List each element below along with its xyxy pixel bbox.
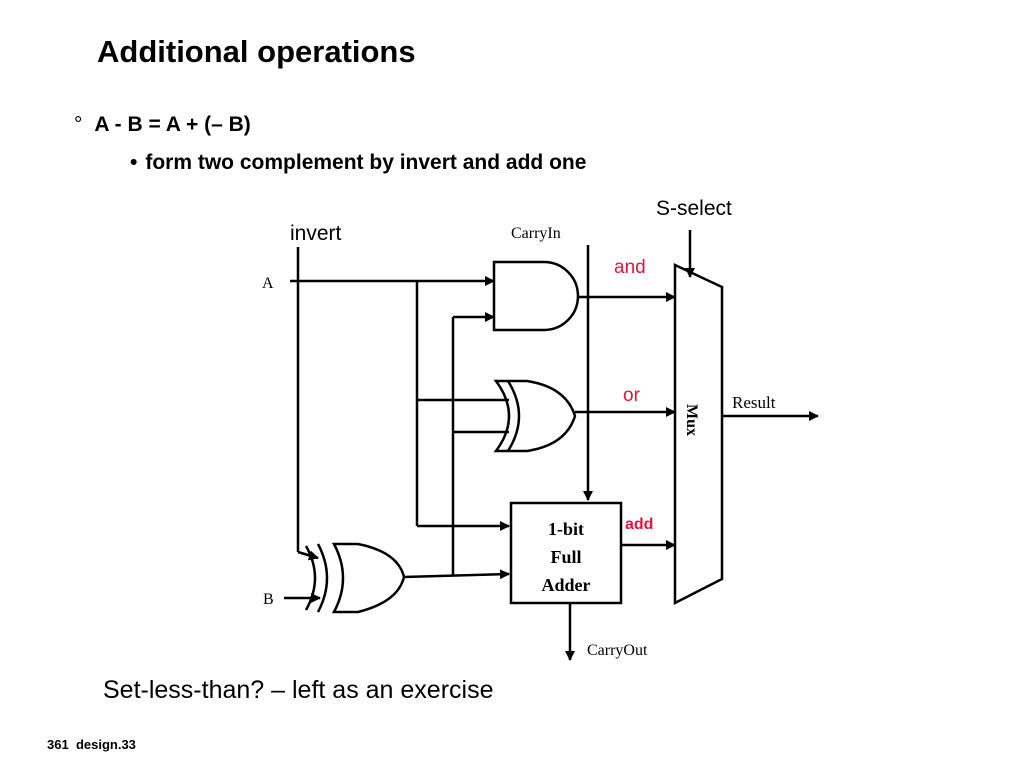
or-gate [493,379,577,453]
s-select-label: S-select [656,197,732,220]
adder-label-line2: Full [550,547,581,567]
wire-xor-out [403,569,510,580]
or-op-label: or [623,385,641,406]
slide-number-value: 361 [47,737,69,752]
slide-source: design.33 [75,737,136,752]
input-b-label: B [263,591,274,608]
exercise-note: Set-less-than? – left as an exercise [103,676,494,704]
bullet-level2-text: form two complement by invert and add on… [145,151,587,174]
xor-gate-input-curve [316,543,329,613]
xor-gate-input-curve-2 [304,545,317,611]
xor-gate [331,542,406,614]
bullet-marker-circle: ° [74,113,83,136]
bullet-marker-dot: • [130,151,138,174]
and-gate [492,260,580,332]
and-op-label: and [614,257,646,278]
full-adder-box [509,501,623,605]
bullet-level1-text: A - B = A + (– B) [94,113,251,136]
wire-invert-to-xor [297,550,319,561]
invert-label: invert [290,222,342,245]
carry-in-label: CarryIn [511,225,561,242]
mux-shape [673,263,724,606]
mux-label: Mux [683,404,700,436]
input-a-label: A [262,275,274,292]
carry-out-label: CarryOut [587,642,648,659]
adder-label-line3: Adder [542,575,591,595]
slide-title: Additional operations [97,34,416,69]
result-label: Result [732,393,776,412]
bullet-level1: ° A - B = A + (– B) [74,113,251,137]
adder-label-line1: 1-bit [548,519,584,539]
slide-number: 361 design.33 [47,737,136,752]
bullet-level2: • form two complement by invert and add o… [130,151,586,175]
add-op-label: add [625,516,653,533]
or-gate-extra-curve [506,380,521,452]
